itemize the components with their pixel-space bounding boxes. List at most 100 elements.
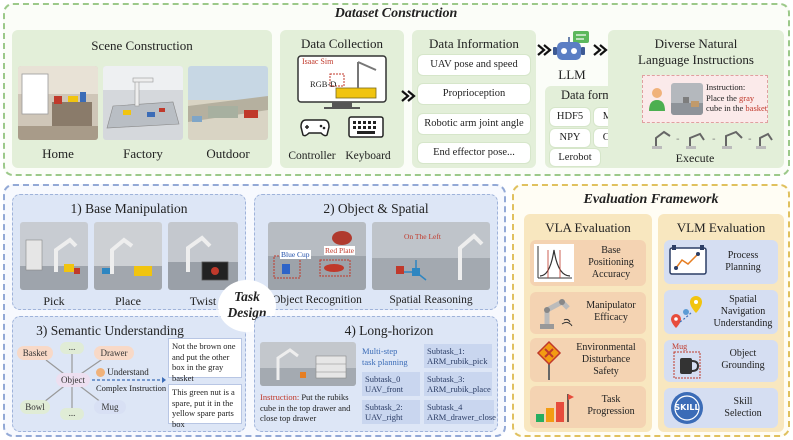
vlm-grounding-line2: Grounding bbox=[721, 360, 765, 371]
data-format-title: Data format bbox=[560, 88, 622, 102]
vla-safety-text: Environmental Disturbance Safety bbox=[566, 342, 646, 378]
node-object: Object bbox=[56, 373, 90, 387]
subtask-4-name: Subtask_4 bbox=[427, 402, 463, 412]
vlm-navigation-line2: Navigation bbox=[720, 306, 766, 317]
node-bowl: Bowl bbox=[20, 400, 50, 414]
vlm-planning-line2: Planning bbox=[725, 262, 761, 273]
data-collection-title: Data Collection bbox=[301, 36, 383, 51]
long-horizon-image bbox=[260, 342, 356, 386]
vla-safety-line1: Environmental bbox=[576, 342, 636, 353]
semantic-note-1: Not the brown one and put the other box … bbox=[168, 338, 242, 383]
llm-robot-icon bbox=[553, 30, 591, 66]
keyboard-icon bbox=[348, 114, 384, 140]
vlm-navigation-text: Spatial Navigation Understanding bbox=[708, 294, 778, 330]
multi-step-line1: Multi-step bbox=[362, 346, 398, 356]
node-ellipsis-top: ... bbox=[60, 342, 84, 354]
subtask-0-name: Subtask_0 bbox=[365, 374, 401, 384]
info-item-uav-pose: UAV pose and speed bbox=[418, 55, 530, 75]
chevron-right-icon bbox=[400, 88, 416, 104]
chevron-right-icon bbox=[536, 42, 552, 58]
format-hdf5: HDF5 bbox=[550, 108, 590, 126]
vlm-planning-line1: Process bbox=[727, 250, 759, 261]
instruction-cube: cube bbox=[706, 103, 723, 113]
tag-blue-cup: Blue Cup bbox=[280, 250, 311, 259]
mug-tag: Mug bbox=[672, 342, 688, 351]
scene-label-factory: Factory bbox=[123, 146, 163, 161]
vlm-grounding-text: Object Grounding bbox=[708, 348, 778, 372]
svg-text:-: - bbox=[676, 134, 680, 145]
info-item-end-effector: End effector pose... bbox=[418, 143, 530, 163]
subtask-1: Subtask_1: ARM_rubik_pick bbox=[424, 344, 492, 368]
node-drawer: Drawer bbox=[94, 346, 134, 360]
controller-label: Controller bbox=[288, 150, 336, 162]
subtask-1-name: Subtask_1: bbox=[427, 346, 465, 356]
vla-positioning-line1: Base bbox=[601, 245, 621, 256]
subtask-2-name: Subtask_2: bbox=[365, 402, 403, 412]
execute-label: Execute bbox=[675, 151, 715, 165]
node-mug: Mug bbox=[94, 400, 126, 414]
tag-red-plate: Red Plate bbox=[324, 246, 355, 255]
long-instruction-text: Put the rubiks cube in the top drawer an… bbox=[260, 392, 351, 423]
vlm-grounding-line1: Object bbox=[729, 348, 757, 359]
vlm-planning-text: Process Planning bbox=[710, 250, 776, 274]
complex-instruction-label: Complex Instruction bbox=[96, 383, 167, 393]
multi-step-line2: task planning bbox=[362, 356, 408, 367]
robot-arm-sequence-icon: --- bbox=[650, 124, 774, 150]
tag-on-the-left: On The Left bbox=[404, 232, 441, 241]
dataset-construction-title: Dataset Construction bbox=[334, 6, 458, 21]
twist-image bbox=[168, 222, 238, 290]
pick-image bbox=[20, 222, 88, 290]
info-item-joint-angle: Robotic arm joint angle bbox=[418, 114, 530, 134]
understand-label: Understand bbox=[107, 367, 149, 377]
vlm-skill-line1: Skill bbox=[733, 396, 753, 407]
spatial-reasoning-image bbox=[372, 222, 490, 290]
planning-board-icon bbox=[668, 244, 708, 280]
llm-label: LLM bbox=[558, 67, 586, 82]
info-item-proprioception: Proprioception bbox=[418, 84, 530, 104]
keyboard-label: Keyboard bbox=[345, 150, 391, 162]
home-scene-image bbox=[18, 66, 98, 140]
object-spatial-title: 2) Object & Spatial bbox=[323, 201, 429, 216]
label-spatial-reasoning: Spatial Reasoning bbox=[389, 294, 473, 306]
instruction-gray: gray bbox=[739, 92, 755, 103]
subtask-4: Subtask_4 ARM_drawer_close bbox=[424, 400, 496, 424]
format-npy: NPY bbox=[550, 129, 590, 147]
place-image bbox=[94, 222, 162, 290]
understand-icon bbox=[96, 368, 105, 378]
subtask-3: Subtask_3: ARM_rubik_place bbox=[424, 372, 492, 396]
outdoor-scene-image bbox=[188, 66, 268, 140]
evaluation-framework-title: Evaluation Framework bbox=[583, 192, 719, 207]
natural-language-title-line2: Language Instructions bbox=[638, 52, 754, 67]
label-twist: Twist bbox=[189, 294, 217, 308]
vla-manipulator-text: Manipulator Efficacy bbox=[576, 300, 646, 324]
vla-manipulator-line1: Manipulator bbox=[586, 300, 636, 311]
scene-construction-title: Scene Construction bbox=[91, 38, 193, 53]
node-understand: Understand bbox=[96, 367, 149, 378]
subtask-1-action: ARM_rubik_pick bbox=[427, 356, 488, 366]
instruction-scene-image bbox=[671, 83, 703, 115]
svg-text:-: - bbox=[712, 134, 716, 145]
vla-positioning-text: Base Positioning Accuracy bbox=[576, 245, 646, 281]
isaac-sim-label: Isaac Sim bbox=[302, 57, 334, 66]
instruction-line2a: Place the bbox=[706, 92, 740, 103]
vla-positioning-line2: Positioning bbox=[588, 257, 634, 268]
vla-safety-line3: Safety bbox=[593, 366, 619, 377]
mug-grounding-icon bbox=[670, 342, 706, 380]
vlm-evaluation-title: VLM Evaluation bbox=[676, 220, 766, 235]
long-horizon-instruction: Instruction: Put the rubiks cube in the … bbox=[260, 392, 358, 424]
base-manipulation-title: 1) Base Manipulation bbox=[70, 201, 188, 216]
subtask-3-action: ARM_rubik_place bbox=[427, 384, 491, 394]
task-design-line1: Task bbox=[234, 289, 260, 304]
rgbd-label: RGB-D bbox=[310, 79, 337, 89]
progress-flag-icon bbox=[534, 390, 574, 424]
vla-safety-line2: Disturbance bbox=[581, 354, 631, 365]
multi-step-label: Multi-step task planning bbox=[362, 346, 408, 367]
instruction-in-the: in the bbox=[722, 103, 746, 113]
node-ellipsis-bottom: ... bbox=[60, 408, 84, 420]
semantic-understanding-title: 3) Semantic Understanding bbox=[36, 323, 184, 338]
skill-badge-text: SKILL bbox=[674, 403, 700, 412]
factory-scene-image bbox=[103, 66, 183, 140]
vla-progression-line2: Progression bbox=[587, 406, 635, 417]
label-place: Place bbox=[115, 294, 141, 308]
subtask-4-action: ARM_drawer_close bbox=[427, 412, 496, 422]
